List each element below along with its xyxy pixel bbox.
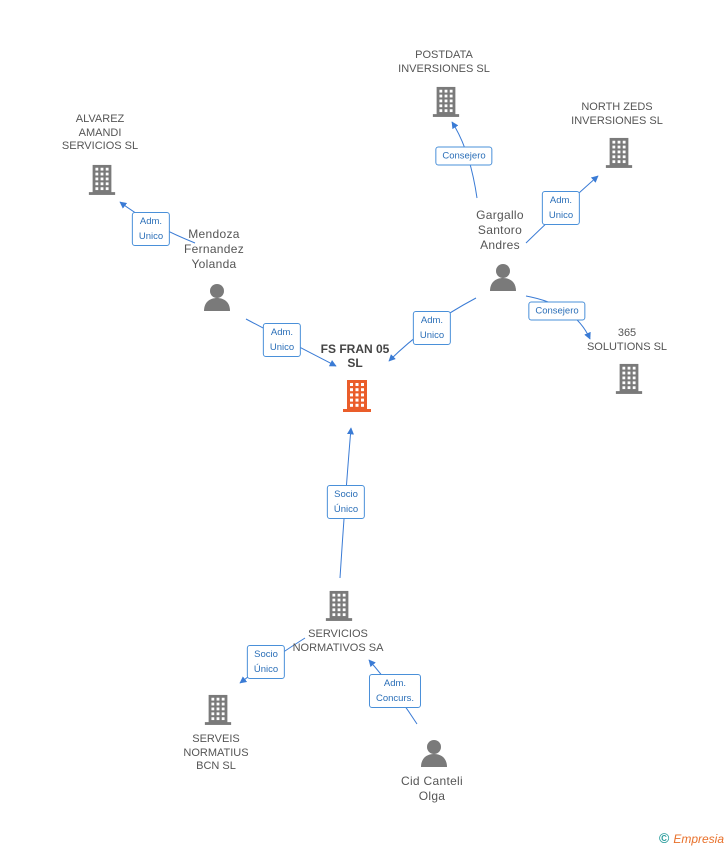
edge-label-socio-unico: Socio Único — [246, 645, 286, 679]
edge-label-adm-unico: Adm. Unico — [131, 212, 171, 246]
building-icon[interactable] — [431, 84, 461, 118]
edge-label-socio-unico: Socio Único — [326, 485, 366, 519]
person-icon[interactable] — [419, 738, 449, 768]
building-icon[interactable] — [87, 162, 117, 196]
person-icon[interactable] — [202, 282, 232, 312]
edge-label-adm-concurs: Adm. Concurs. — [368, 674, 422, 708]
node-label-mendoza[interactable]: Mendoza Fernandez Yolanda — [183, 227, 245, 271]
node-label-servicios-normativos[interactable]: SERVICIOS NORMATIVOS SA — [292, 628, 384, 654]
building-icon[interactable] — [614, 361, 644, 395]
node-label-cid-canteli[interactable]: Cid Canteli Olga — [401, 774, 463, 803]
building-icon[interactable] — [341, 378, 373, 412]
node-label-alvarez[interactable]: ALVAREZ AMANDI SERVICIOS SL — [61, 113, 139, 152]
edge-label-adm-unico: Adm. Unico — [412, 311, 452, 345]
edge-label-consejero: Consejero — [435, 146, 493, 166]
node-label-fs-fran[interactable]: FS FRAN 05 SL — [320, 342, 390, 370]
person-icon[interactable] — [488, 262, 518, 292]
edge-label-adm-unico: Adm. Unico — [262, 323, 302, 357]
building-icon[interactable] — [604, 135, 634, 169]
node-label-365-solutions[interactable]: 365 SOLUTIONS SL — [586, 327, 668, 353]
node-label-postdata[interactable]: POSTDATA INVERSIONES SL — [398, 49, 490, 75]
edge-label-consejero: Consejero — [528, 301, 586, 321]
building-icon[interactable] — [203, 692, 233, 726]
empresia-watermark: ©Empresia — [658, 830, 724, 846]
node-label-northzeds[interactable]: NORTH ZEDS INVERSIONES SL — [571, 101, 663, 127]
building-icon[interactable] — [324, 588, 354, 622]
node-label-serveis-normatius[interactable]: SERVEIS NORMATIUS BCN SL — [183, 733, 249, 772]
node-label-gargallo[interactable]: Gargallo Santoro Andres — [476, 208, 524, 252]
edge-label-adm-unico: Adm. Unico — [541, 191, 581, 225]
